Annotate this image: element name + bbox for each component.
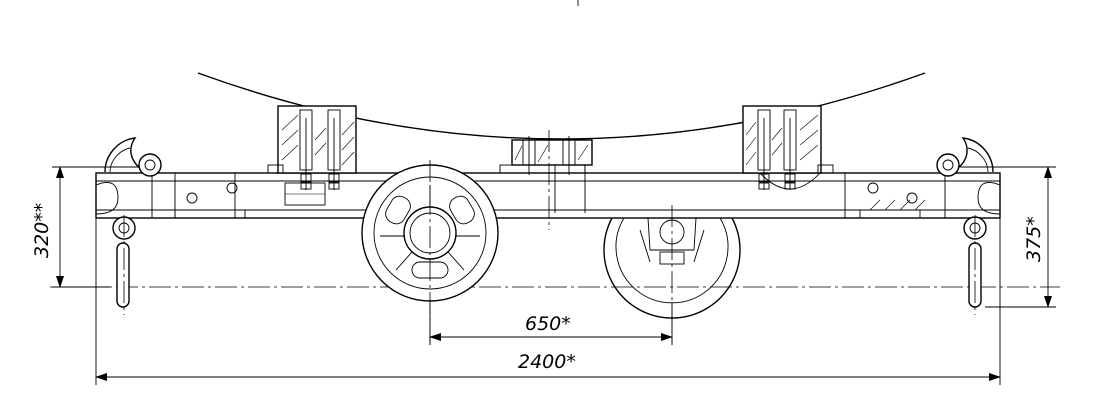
dimension-label-right-height: 375* <box>1023 216 1045 262</box>
left-saddle-support <box>267 105 357 190</box>
dimension-wheel-base: 650* <box>429 303 673 345</box>
right-coupler <box>869 137 1001 308</box>
right-saddle-support <box>742 105 834 190</box>
left-coupler <box>95 137 162 308</box>
dimension-label-left-height: 320** <box>31 203 53 258</box>
dimension-label-wheel-base: 650* <box>525 313 571 335</box>
dimension-overall-length: 2400* <box>95 218 1001 385</box>
dimension-right-height: 375* <box>960 166 1056 308</box>
center-bolster <box>511 130 593 230</box>
main-frame <box>95 164 1001 219</box>
dimension-label-overall-length: 2400* <box>518 351 576 373</box>
dimension-left-height: 320** <box>31 166 140 288</box>
